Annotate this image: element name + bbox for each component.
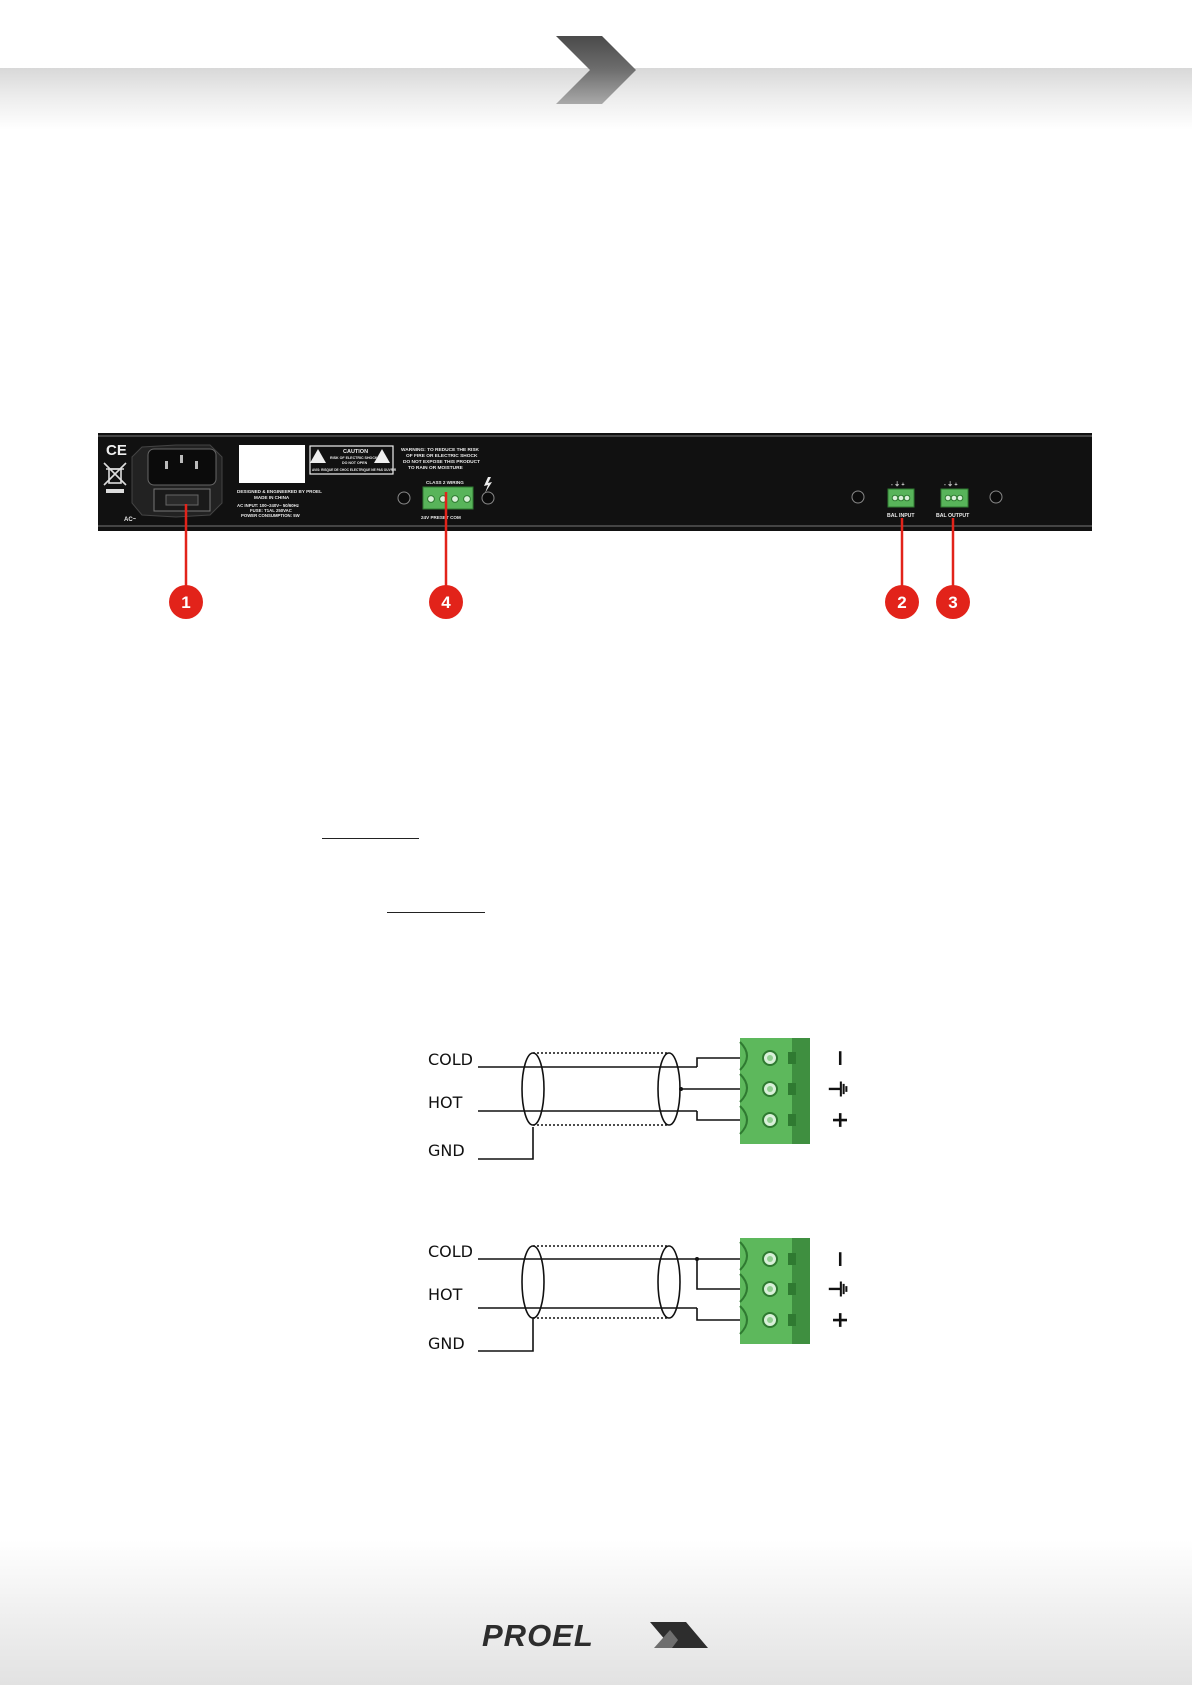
warning-line4: TO RAIN OR MOISTURE	[408, 465, 464, 471]
underline-rule	[322, 838, 419, 839]
hot-label: HOT	[428, 1093, 463, 1112]
hot-label: HOT	[428, 1285, 463, 1304]
power-info-line2: FUSE: T1AL 250VAC	[250, 508, 292, 513]
iec-power-inlet	[131, 444, 223, 518]
svg-text:RISK OF ELECTRIC SHOCK: RISK OF ELECTRIC SHOCK	[330, 456, 378, 460]
screw-icon	[397, 491, 411, 505]
svg-text:CAUTION: CAUTION	[343, 449, 368, 455]
gnd-label: GND	[428, 1141, 465, 1160]
footer-band	[0, 1540, 1192, 1685]
screw-icon	[481, 491, 495, 505]
wiring-diagram-balanced: COLD HOT GND −	[428, 1038, 853, 1160]
caution-label: CAUTION RISK OF ELECTRIC SHOCK DO NOT OP…	[309, 445, 397, 475]
warning-line1: WARNING: TO REDUCE THE RISK	[401, 447, 480, 453]
pin-plus-label: +	[828, 1311, 853, 1329]
bal-input-label: BAL INPUT	[887, 513, 915, 519]
class2-wiring-label: CLASS 2 WIRING	[426, 480, 464, 485]
wiring-diagrams: COLD HOT GND −	[428, 1038, 853, 1353]
weee-bin-icon	[103, 462, 127, 486]
proel-logo: PROEL	[482, 1618, 708, 1652]
warning-triangle-icon	[374, 449, 390, 463]
bal-input-polarity-label: - ⏚ +	[891, 481, 905, 488]
bal-output-polarity-label: - ⏚ +	[944, 481, 958, 488]
screw-icon	[851, 490, 865, 504]
power-info-line1: AC INPUT: 100~240V~ 50/60Hz	[237, 503, 299, 508]
callout-overlay: 1 4 2 3	[169, 492, 970, 619]
svg-text:AVIS: RISQUE DE CHOC ELECTRIQU: AVIS: RISQUE DE CHOC ELECTRIQUE NE PAS O…	[312, 468, 397, 472]
svg-text:1: 1	[181, 593, 190, 612]
pin-plus-label: +	[828, 1111, 853, 1129]
power-info-line3: POWER CONSUMPTION: 5W	[241, 513, 301, 518]
chevron-arrow-icon	[556, 36, 636, 104]
class2-terminal-block	[422, 486, 474, 510]
terminal-block-connector	[739, 1038, 810, 1144]
warning-line3: DO NOT EXPOSE THIS PRODUCT	[403, 459, 480, 465]
svg-text:4: 4	[441, 593, 451, 612]
ce-mark: CE	[106, 442, 127, 459]
terminal-block-connector	[739, 1238, 810, 1344]
rear-panel-illustration: CE AC~ DESIGNED & ENGINEERED BY PROEL MA…	[98, 433, 1092, 531]
callout-badge-4: 4	[429, 585, 463, 619]
ac-label: AC~	[124, 517, 137, 523]
svg-text:2: 2	[897, 593, 906, 612]
bal-input-terminal	[887, 488, 915, 508]
bal-output-label: BAL OUTPUT	[936, 513, 970, 519]
lightning-icon	[484, 477, 492, 493]
bal-output-terminal	[940, 488, 969, 508]
screw-icon	[989, 490, 1003, 504]
class2-terminal-label: 24V PRESET COM	[421, 515, 461, 520]
ground-symbol-icon: ⏚	[828, 1078, 853, 1100]
wiring-diagram-unbalanced: COLD HOT GND −	[428, 1238, 853, 1353]
ground-symbol-icon: ⏚	[828, 1278, 853, 1300]
pin-minus-label: −	[828, 1250, 853, 1268]
callout-badge-1: 1	[169, 585, 203, 619]
callout-badge-3: 3	[936, 585, 970, 619]
pin-minus-label: −	[828, 1049, 853, 1067]
warning-triangle-icon	[310, 449, 326, 463]
cold-label: COLD	[428, 1050, 473, 1069]
underline-rule	[387, 912, 485, 913]
cold-label: COLD	[428, 1242, 473, 1261]
designed-by-line1: DESIGNED & ENGINEERED BY PROEL	[237, 489, 322, 494]
svg-text:3: 3	[948, 593, 957, 612]
logo-wordmark: PROEL	[482, 1618, 594, 1652]
warning-line2: OF FIRE OR ELECTRIC SHOCK	[406, 453, 478, 459]
designed-by-line2: MADE IN CHINA	[254, 495, 290, 500]
serial-label-blank	[239, 445, 305, 483]
svg-text:DO NOT OPEN: DO NOT OPEN	[342, 461, 368, 465]
callout-badge-2: 2	[885, 585, 919, 619]
gnd-label: GND	[428, 1334, 465, 1353]
